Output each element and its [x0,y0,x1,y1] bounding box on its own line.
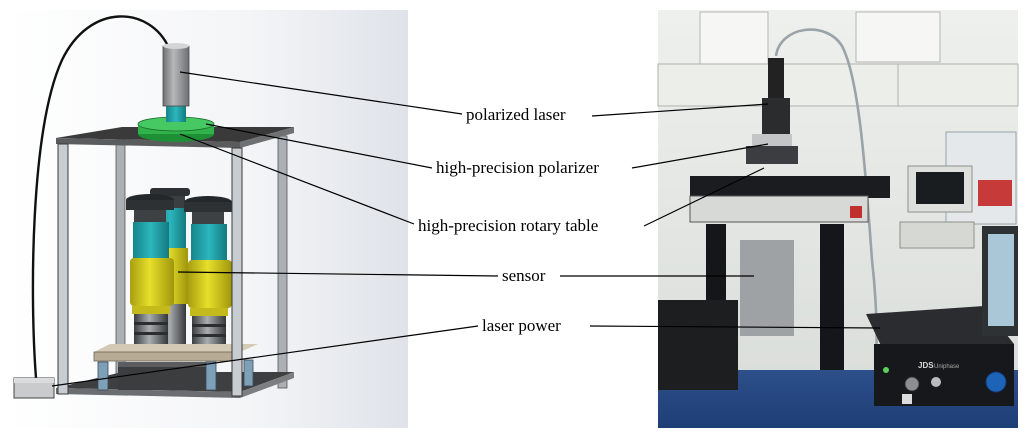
label-rotary-table: high-precision rotary table [418,216,599,235]
power-key-icon[interactable] [904,376,920,392]
label-laser-power: laser power [482,316,561,335]
label-polarizer: high-precision polarizer [436,158,599,177]
leader-polarized-laser-left [179,71,463,115]
base-block-top [118,362,212,367]
power-supply-brand: JDS [918,361,934,370]
label-sensor: sensor [502,266,546,285]
base-plate-front [56,388,240,398]
leg-mid [205,361,217,391]
bench-post-right [820,224,844,384]
platform-front [93,351,241,362]
leader-polarized-laser-right [591,103,769,117]
power-supply-top [866,306,1014,352]
power-led-icon [883,367,889,373]
leader-laser-power-right [589,325,881,329]
platform-top [94,344,258,352]
lab-photo: JDS Uniphase [657,10,1019,428]
leg-right [243,359,254,387]
instrument-box [899,221,975,249]
power-switch-icon[interactable] [931,377,941,387]
leader-polarizer-right [631,143,769,169]
frame-post-front-right [231,147,243,397]
leader-rotary-right [643,167,765,227]
leader-rotary-left [179,133,415,225]
photo-right-monitor-screen [988,234,1014,326]
photo-polarizer [752,134,792,146]
crt-screen [916,172,964,204]
laser-cap [163,43,189,49]
frame-post-front-left [57,143,69,395]
leader-laser-power-left [51,325,479,387]
laser-tip [166,104,186,122]
label-polarized-laser: polarized laser [466,105,566,124]
polarized-laser-body [162,45,190,107]
stage-red-marker [850,206,862,218]
leader-sensor-left [177,271,499,277]
wall-cabinets [657,63,1019,107]
top-plate-side [240,127,294,148]
leader-polarizer-left [205,123,433,169]
rotary-stage [689,195,869,223]
power-key-tag [902,394,912,404]
power-supply-subtitle: Uniphase [934,364,960,370]
power-knob-icon[interactable] [985,371,1007,393]
base-plate-side [240,372,294,398]
photo-laser-mount [762,98,790,134]
sensor-holder [740,240,794,336]
cad-model [8,10,408,428]
poster-red-block [978,180,1012,206]
photo-rotary-table [746,146,798,164]
top-plate-front [56,138,240,148]
leader-lines [51,71,881,387]
photo-dark-cables [658,300,738,390]
optical-bench-top [690,176,890,198]
laser-power-module-top [14,378,54,383]
fiber-cable [31,15,171,379]
sensor-left [126,194,174,344]
leg-left [97,361,109,391]
photo-laser-body [768,58,784,98]
window-right [855,11,941,63]
window-left [699,11,769,65]
